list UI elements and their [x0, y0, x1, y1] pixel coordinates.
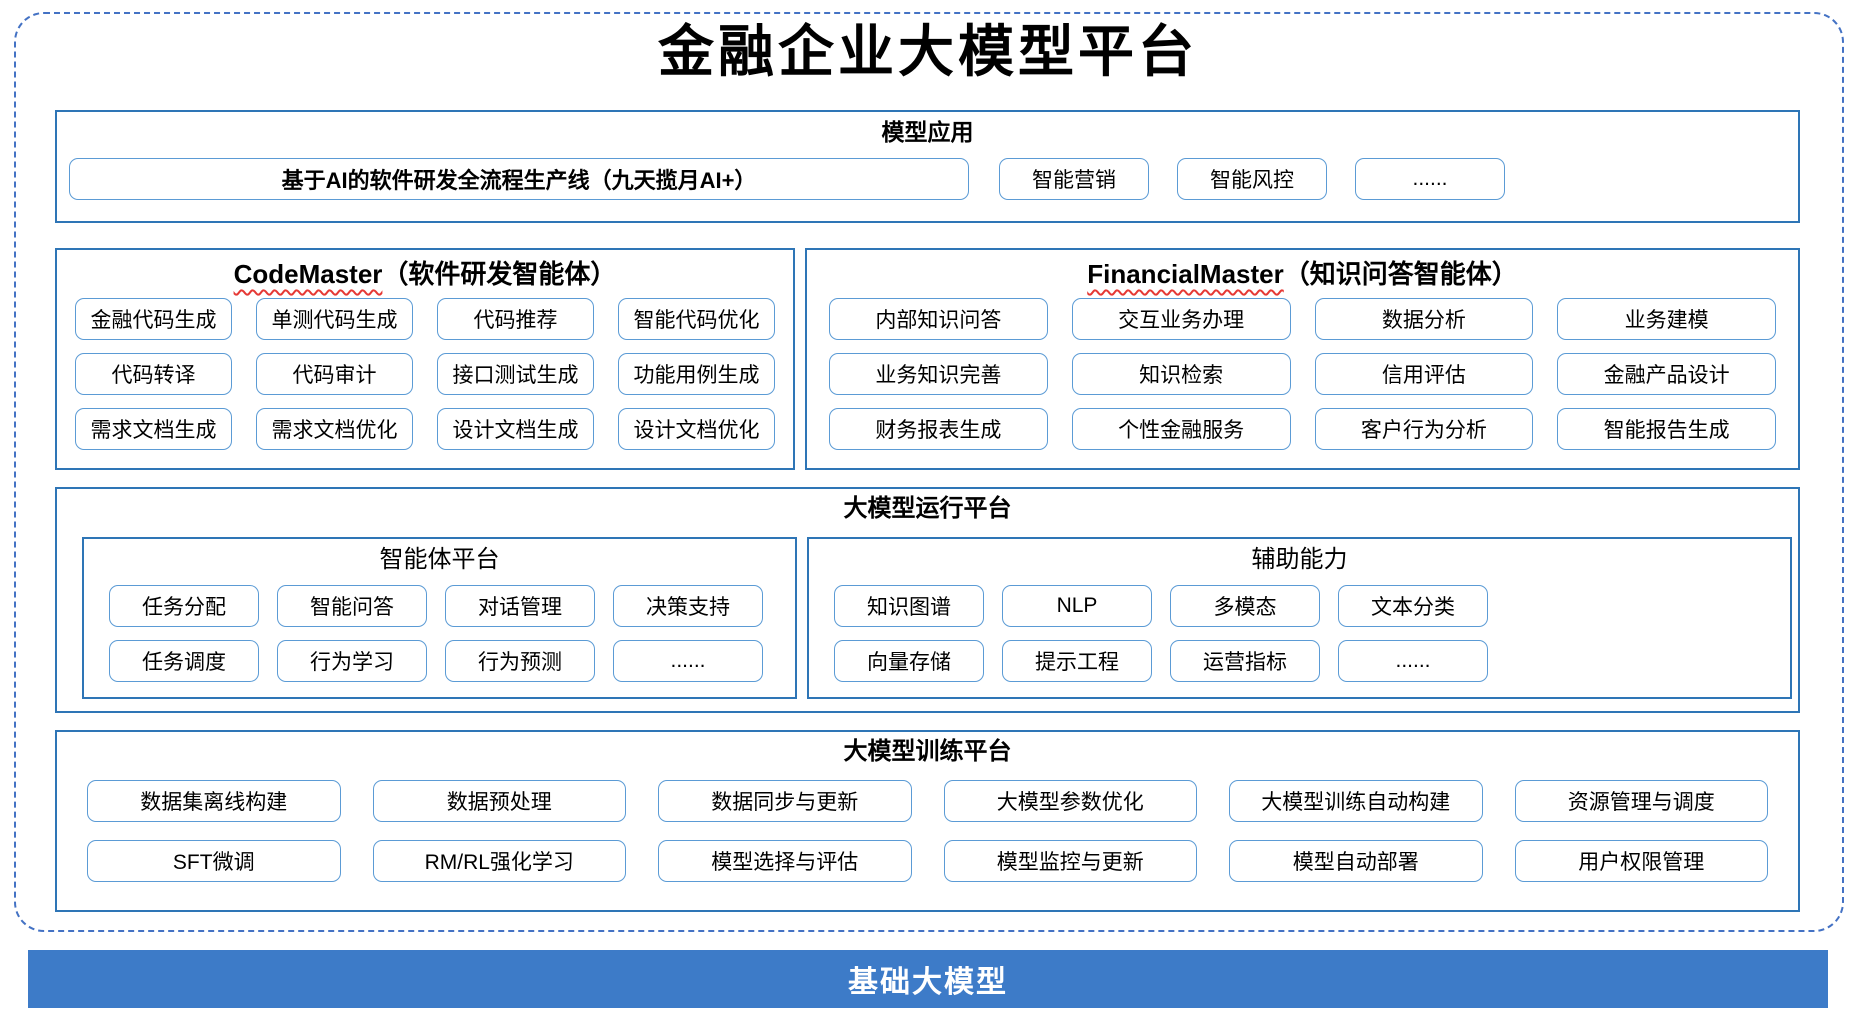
section-model-applications-title: 模型应用: [881, 119, 974, 145]
feature-cell: 大模型训练自动构建: [1229, 780, 1483, 822]
page-title: 金融企业大模型平台: [658, 19, 1198, 85]
training-grid: 数据集离线构建数据预处理数据同步与更新大模型参数优化大模型训练自动构建资源管理与…: [57, 767, 1798, 882]
feature-cell: 行为预测: [445, 640, 595, 682]
feature-cell: 设计文档生成: [437, 408, 594, 450]
feature-cell: 决策支持: [613, 585, 763, 627]
feature-cell: 文本分类: [1338, 585, 1488, 627]
feature-cell: 接口测试生成: [437, 353, 594, 395]
feature-cell: 任务分配: [109, 585, 259, 627]
application-box: ......: [1355, 158, 1505, 200]
section-financialmaster: FinancialMaster（知识问答智能体） 内部知识问答交互业务办理数据分…: [805, 248, 1800, 470]
training-title: 大模型训练平台: [843, 738, 1012, 765]
feature-cell: 用户权限管理: [1514, 840, 1768, 882]
feature-cell: 个性金融服务: [1071, 408, 1291, 450]
feature-cell: 数据集离线构建: [87, 780, 341, 822]
feature-cell: 需求文档生成: [75, 408, 232, 450]
aux-ability-title: 辅助能力: [1251, 546, 1348, 573]
feature-cell: 知识检索: [1071, 353, 1291, 395]
feature-cell: 金融产品设计: [1557, 353, 1776, 395]
agent-platform-grid: 任务分配智能问答对话管理决策支持任务调度行为学习行为预测......: [84, 576, 795, 682]
feature-cell: 大模型参数优化: [943, 780, 1197, 822]
feature-cell: 代码转译: [75, 353, 232, 395]
aux-ability-box: 辅助能力 知识图谱 NLP 多模态文本分类向量存储提示工程运营指标......: [807, 537, 1792, 699]
feature-cell: 财务报表生成: [829, 408, 1048, 450]
runtime-title: 大模型运行平台: [843, 495, 1012, 522]
section-runtime-platform: 大模型运行平台 智能体平台 任务分配智能问答对话管理决策支持任务调度行为学习行为…: [55, 487, 1800, 713]
feature-cell: 提示工程: [1002, 640, 1152, 682]
feature-cell: ......: [613, 640, 763, 682]
feature-cell: 向量存储: [834, 640, 984, 682]
feature-cell: RM/RL强化学习: [372, 840, 626, 882]
section-training-platform: 大模型训练平台 数据集离线构建数据预处理数据同步与更新大模型参数优化大模型训练自…: [55, 730, 1800, 912]
feature-cell: 代码推荐: [437, 298, 594, 340]
feature-cell: 业务建模: [1557, 298, 1776, 340]
feature-cell: 数据预处理: [372, 780, 626, 822]
feature-cell: 行为学习: [277, 640, 427, 682]
financialmaster-title-zh: （知识问答智能体）: [1283, 259, 1518, 289]
agent-platform-box: 智能体平台 任务分配智能问答对话管理决策支持任务调度行为学习行为预测......: [82, 537, 797, 699]
codemaster-title: CodeMaster（软件研发智能体）: [57, 257, 793, 291]
feature-cell: 模型选择与评估: [658, 840, 912, 882]
feature-cell: 数据分析: [1314, 298, 1534, 340]
feature-cell: 内部知识问答: [829, 298, 1048, 340]
feature-cell: 对话管理: [445, 585, 595, 627]
agent-platform-title: 智能体平台: [379, 546, 500, 573]
feature-cell: 智能报告生成: [1557, 408, 1776, 450]
codemaster-title-en: CodeMaster: [233, 259, 383, 289]
feature-cell: 智能问答: [277, 585, 427, 627]
feature-cell: 模型监控与更新: [943, 840, 1197, 882]
feature-cell: 资源管理与调度: [1514, 780, 1768, 822]
app-main-pipeline-box: 基于AI的软件研发全流程生产线（九天揽月AI+）: [69, 158, 969, 200]
feature-cell: 功能用例生成: [618, 353, 775, 395]
feature-cell: 数据同步与更新: [658, 780, 912, 822]
section-codemaster: CodeMaster（软件研发智能体） 金融代码生成单测代码生成代码推荐智能代码…: [55, 248, 795, 470]
feature-cell: 客户行为分析: [1314, 408, 1534, 450]
codemaster-grid: 金融代码生成单测代码生成代码推荐智能代码优化代码转译代码审计接口测试生成功能用例…: [57, 291, 793, 450]
feature-cell: 信用评估: [1314, 353, 1534, 395]
feature-cell: 知识图谱: [834, 585, 984, 627]
feature-cell: NLP: [1002, 585, 1152, 627]
feature-cell: 任务调度: [109, 640, 259, 682]
foundation-model-label: 基础大模型: [848, 966, 1008, 999]
section-model-applications: 模型应用 基于AI的软件研发全流程生产线（九天揽月AI+） 智能营销智能风控..…: [55, 110, 1800, 223]
feature-cell: 单测代码生成: [256, 298, 413, 340]
feature-cell: 业务知识完善: [829, 353, 1048, 395]
aux-ability-grid: 知识图谱 NLP 多模态文本分类向量存储提示工程运营指标......: [809, 576, 1790, 682]
financialmaster-title-en: FinancialMaster: [1087, 259, 1284, 289]
feature-cell: 模型自动部署: [1229, 840, 1483, 882]
application-box: 智能风控: [1177, 158, 1327, 200]
feature-cell: 交互业务办理: [1071, 298, 1291, 340]
feature-cell: 金融代码生成: [75, 298, 232, 340]
application-box: 智能营销: [999, 158, 1149, 200]
feature-cell: 代码审计: [256, 353, 413, 395]
applications-row: 基于AI的软件研发全流程生产线（九天揽月AI+） 智能营销智能风控......: [57, 158, 1798, 200]
feature-cell: SFT微调: [87, 840, 341, 882]
feature-cell: 智能代码优化: [618, 298, 775, 340]
feature-cell: ......: [1338, 640, 1488, 682]
financialmaster-grid: 内部知识问答交互业务办理数据分析业务建模业务知识完善知识检索信用评估金融产品设计…: [807, 291, 1798, 450]
applications-small-boxes: 智能营销智能风控......: [999, 158, 1505, 200]
foundation-model-bar: 基础大模型: [28, 950, 1828, 1008]
feature-cell: 运营指标: [1170, 640, 1320, 682]
feature-cell: 设计文档优化: [618, 408, 775, 450]
financialmaster-title: FinancialMaster（知识问答智能体）: [807, 257, 1798, 291]
feature-cell: 多模态: [1170, 585, 1320, 627]
feature-cell: 需求文档优化: [256, 408, 413, 450]
codemaster-title-zh: （软件研发智能体）: [382, 259, 617, 289]
